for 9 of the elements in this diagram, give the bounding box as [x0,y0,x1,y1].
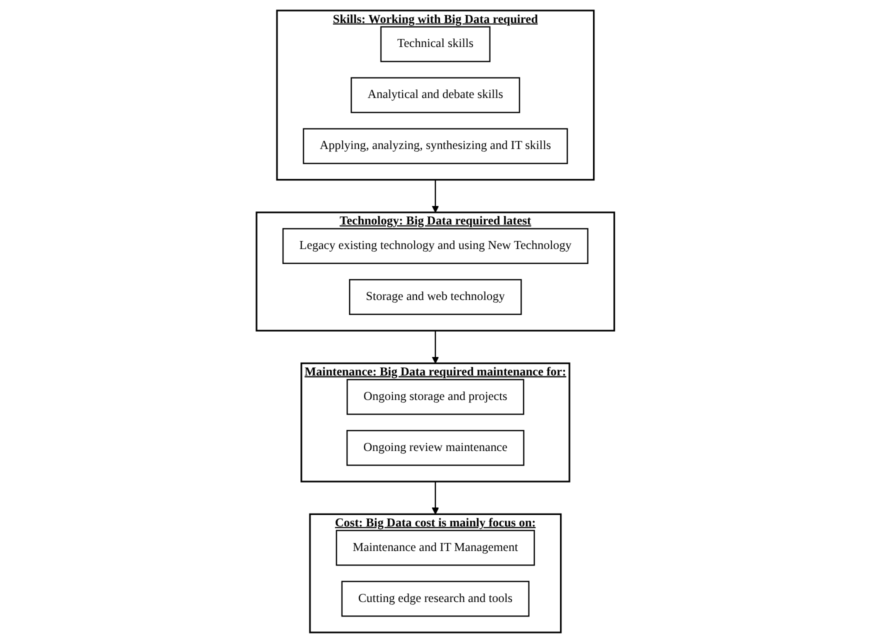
text-box: Cutting edge research and tools [341,580,530,617]
text-box: Ongoing storage and projects [346,379,524,415]
text-box: Storage and web technology [349,279,522,315]
text-box: Applying, analyzing, synthesizing and IT skills [302,128,568,164]
text-box: Analytical and debate skills [350,77,520,114]
text-box: Ongoing review maintenance [346,430,524,466]
text-box: Legacy existing technology and using New Technology [282,228,588,264]
text-box: Maintenance and IT Management [336,530,536,566]
text-box: Technical skills [380,26,491,62]
